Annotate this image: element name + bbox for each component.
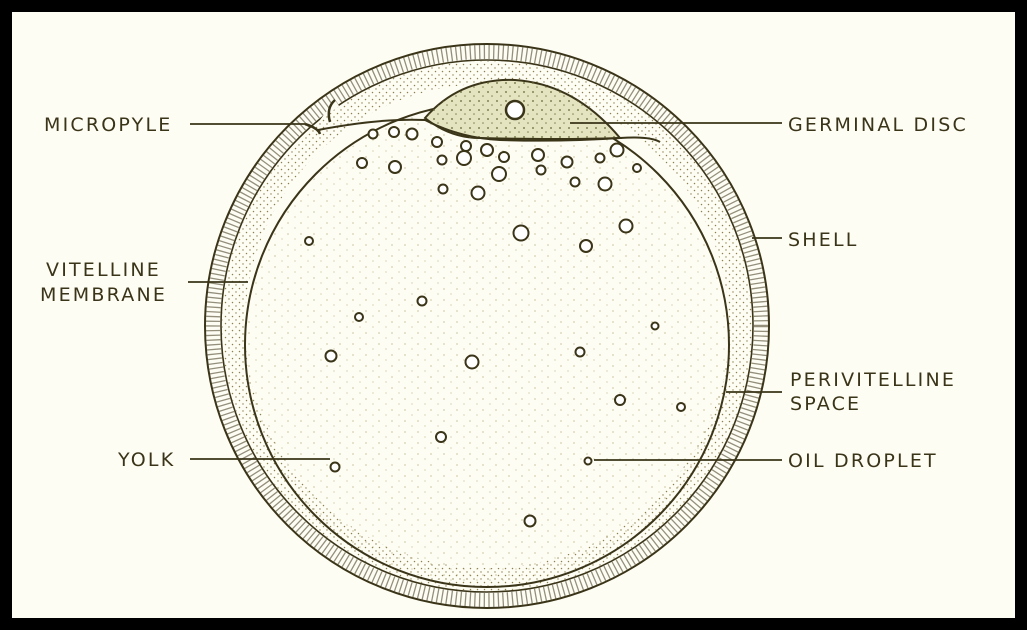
label-shell: SHELL — [788, 229, 859, 251]
label-perivitelline-line1: PERIVITELLINE — [790, 369, 956, 391]
label-perivitelline-line2: SPACE — [790, 393, 861, 415]
label-vitelline-line1: VITELLINE — [46, 259, 161, 281]
germinal-nucleus — [506, 101, 524, 119]
yolk-mass — [247, 105, 727, 585]
label-oil-droplet: OIL DROPLET — [788, 450, 938, 472]
label-germinal-disc: GERMINAL DISC — [788, 114, 968, 136]
label-vitelline-line2: MEMBRANE — [40, 284, 167, 306]
label-micropyle: MICROPYLE — [44, 114, 172, 136]
label-yolk: YOLK — [117, 449, 175, 471]
